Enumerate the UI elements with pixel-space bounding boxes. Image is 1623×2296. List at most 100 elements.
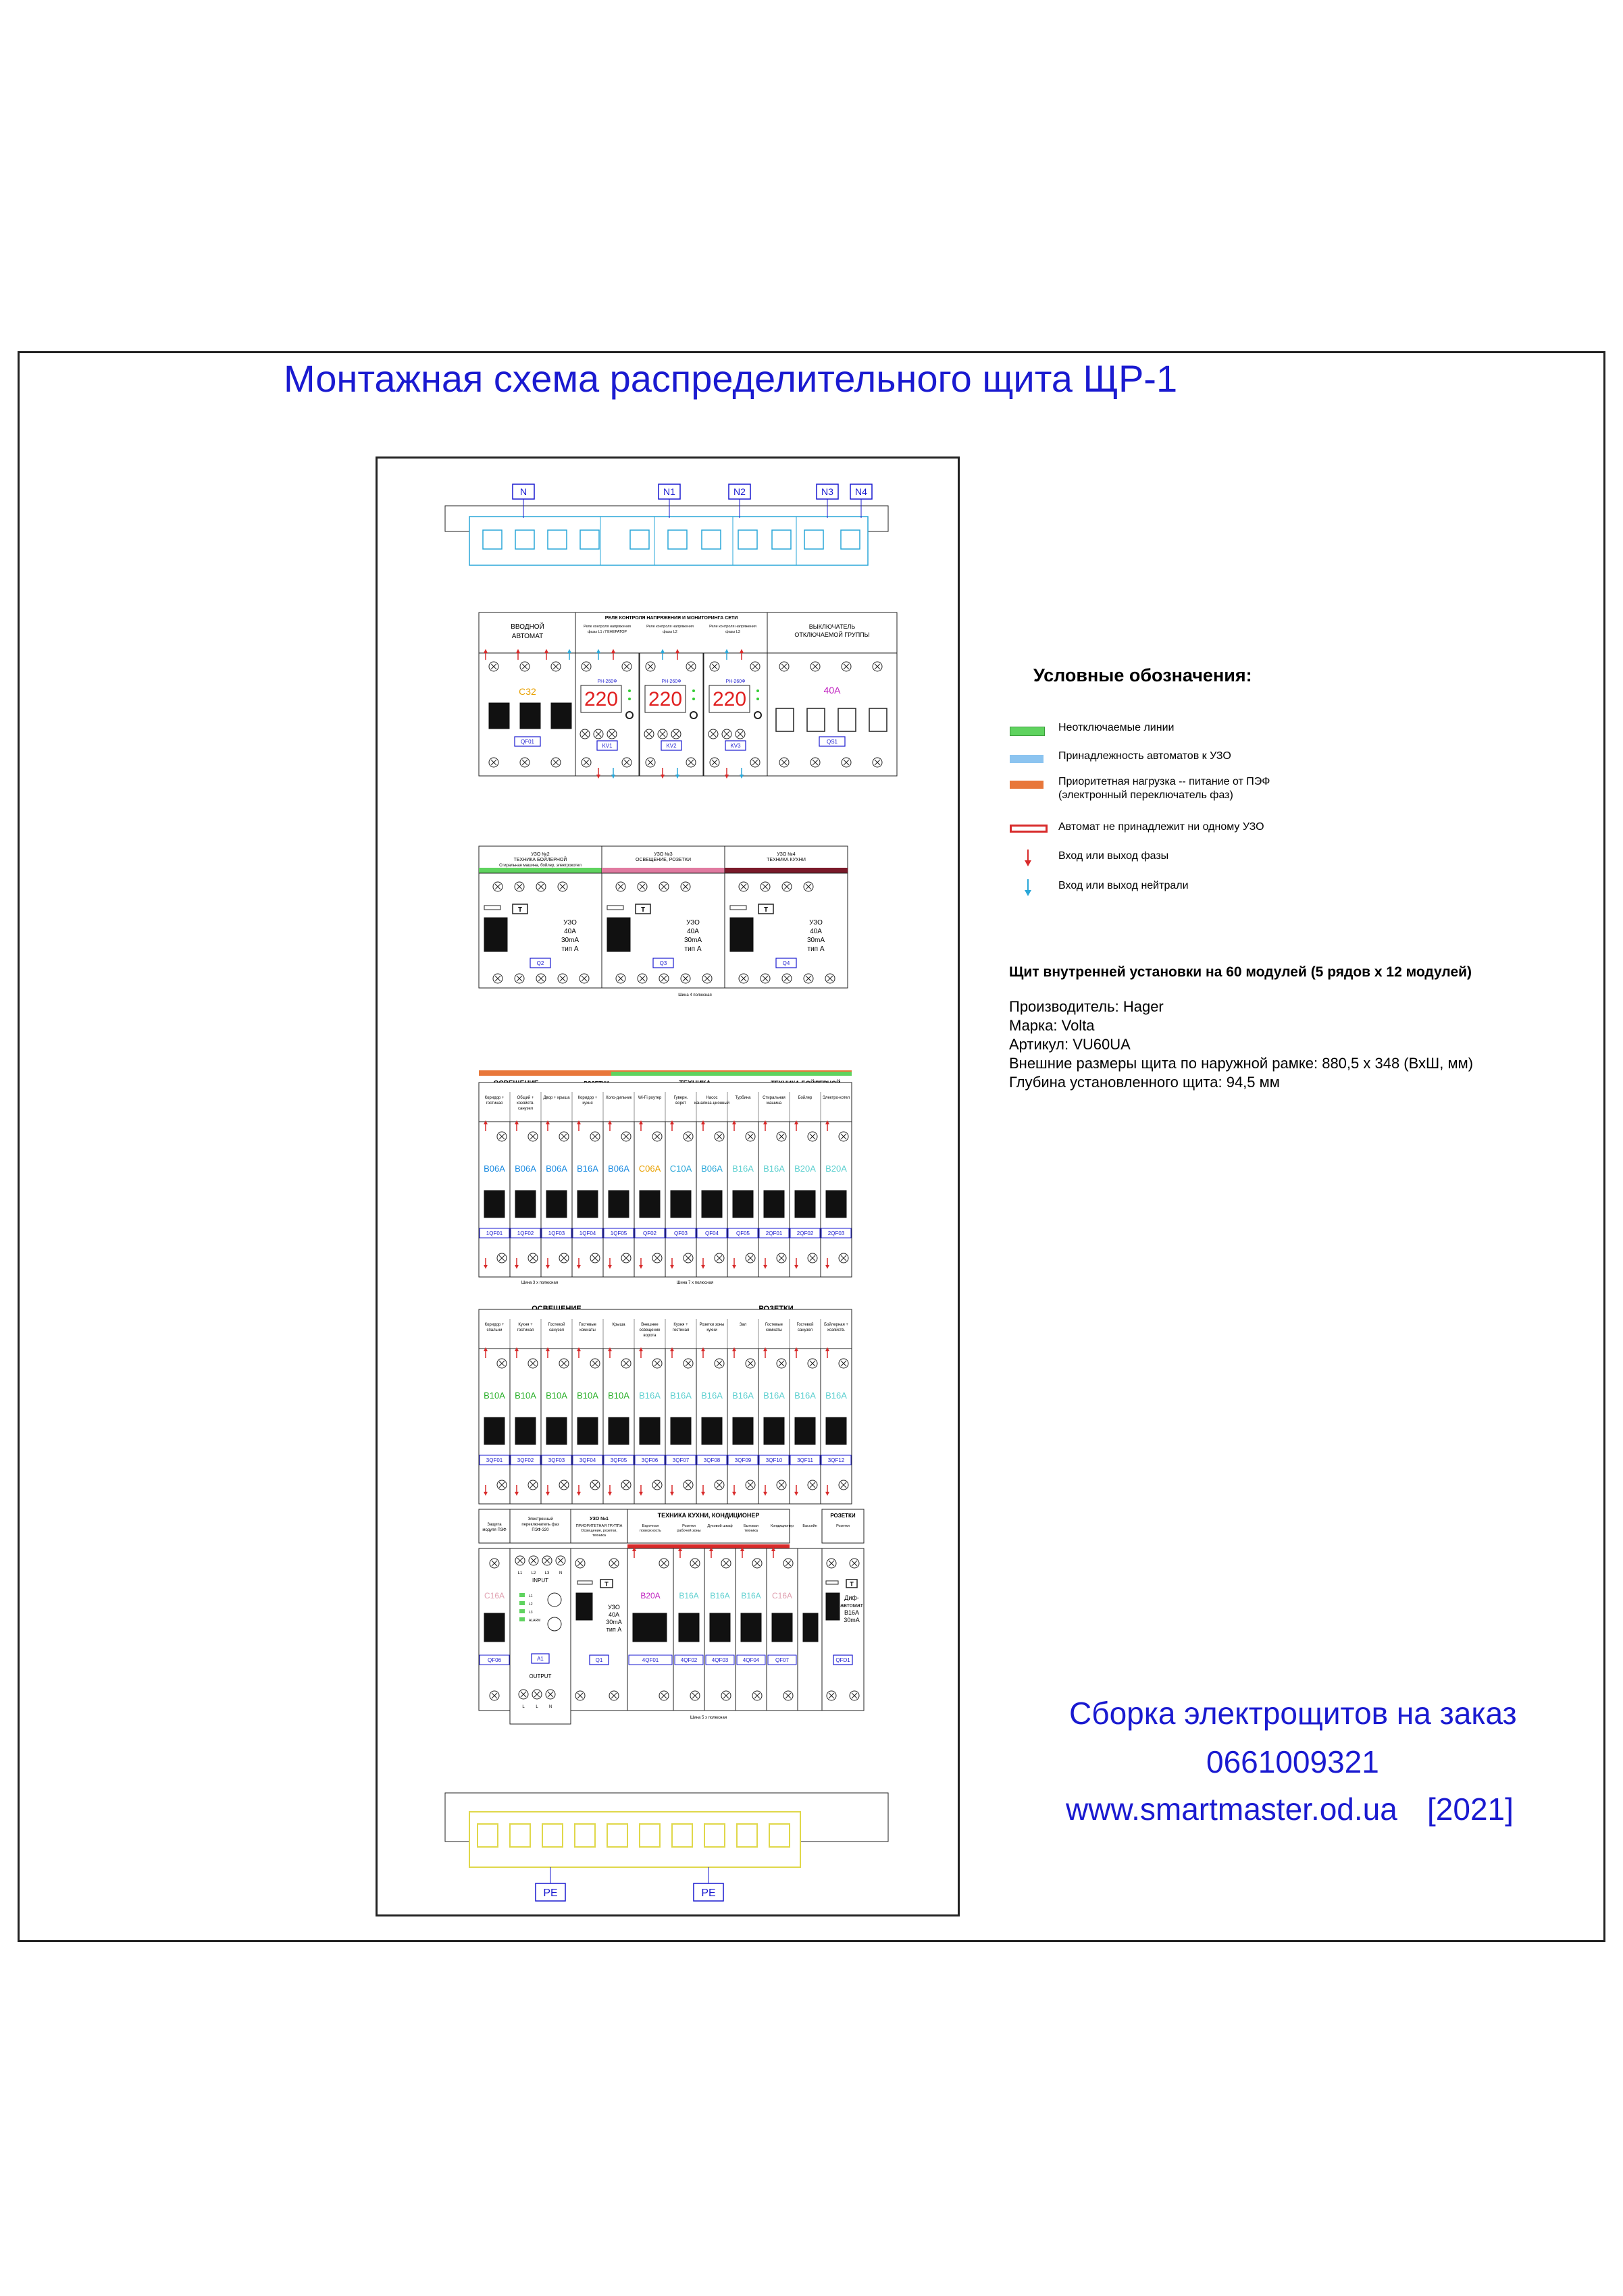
screw-slot xyxy=(685,1255,692,1261)
brand-tagline: Сборка электрощитов на заказ xyxy=(1069,1696,1517,1731)
bus-screw xyxy=(771,529,792,550)
phase-arrow xyxy=(794,1265,798,1269)
screw-slot xyxy=(723,731,730,737)
relay-model: РН-260Ф xyxy=(597,679,617,684)
screw-slot xyxy=(592,1360,598,1367)
screw-slot xyxy=(711,663,718,670)
screw-slot xyxy=(827,975,833,982)
screw-slot xyxy=(521,663,528,670)
load-label: Коридор + xyxy=(578,1096,598,1100)
screw-slot xyxy=(851,1692,858,1699)
relay-sublabel: фазы L2 xyxy=(663,630,677,634)
breaker-toggle xyxy=(577,1417,598,1445)
screw-slot xyxy=(723,1692,729,1699)
breaker-id-box xyxy=(696,1455,727,1465)
screw-slot xyxy=(688,759,694,766)
bus-screw xyxy=(547,529,567,550)
screw-slot xyxy=(778,1133,785,1140)
load-label: Насос xyxy=(706,1096,717,1100)
bus-screw xyxy=(701,529,721,550)
load-label: Бойлер xyxy=(798,1095,813,1100)
board-spec-line: Производитель: Hager xyxy=(1009,998,1164,1015)
screw-slot xyxy=(704,975,711,982)
breaker-rating: B06A xyxy=(546,1164,567,1174)
breaker-toggle xyxy=(825,1417,847,1445)
device-id: Q1 xyxy=(596,1657,603,1663)
bus-note: Шина 3 х полюсная xyxy=(521,1281,558,1285)
legend-label: Принадлежность автоматов к УЗО xyxy=(1058,750,1231,762)
screw-slot xyxy=(812,759,819,766)
switch-toggle xyxy=(775,708,794,732)
screw-slot xyxy=(685,1133,692,1140)
breaker-rating: B16A xyxy=(732,1390,754,1401)
rcd-spec: 30mA xyxy=(684,937,702,944)
header-label: АВТОМАТ xyxy=(512,633,543,640)
screw-slot xyxy=(639,975,646,982)
screw-slot xyxy=(552,759,559,766)
relay-display xyxy=(709,685,750,713)
brand-website[interactable]: www.smartmaster.od.ua xyxy=(1066,1792,1397,1827)
bus-note: Шина 4 полюсная xyxy=(678,993,712,997)
relay-model: РН-260Ф xyxy=(725,679,745,684)
screw-slot xyxy=(498,1360,505,1367)
screw-slot xyxy=(812,663,819,670)
phase-arrow xyxy=(763,1347,767,1351)
breaker-id: 3QF10 xyxy=(766,1457,783,1463)
device-id-box xyxy=(530,958,551,968)
screw-slot xyxy=(592,1255,598,1261)
test-button xyxy=(577,1580,593,1585)
screw-slot xyxy=(498,1255,505,1261)
pef-terminal-label: L1 xyxy=(518,1571,523,1575)
rcd-body xyxy=(570,1548,628,1711)
screw-slot xyxy=(491,1560,498,1567)
phase-arrow xyxy=(546,1492,550,1496)
phase-arrow xyxy=(608,1347,612,1351)
load-label: Кухня + xyxy=(673,1323,688,1327)
relay-display-value: 220 xyxy=(648,688,682,710)
breaker-id: 2QF02 xyxy=(797,1230,814,1236)
screw-slot xyxy=(577,1692,584,1699)
screw-slot xyxy=(740,883,747,890)
breaker-id-box xyxy=(674,1654,704,1665)
screw-slot xyxy=(805,883,812,890)
phase-arrow xyxy=(763,1265,767,1269)
screw-slot xyxy=(828,1560,835,1567)
breaker-toggle xyxy=(678,1613,700,1642)
screw-slot xyxy=(747,1133,754,1140)
legend-label: Приоритетная нагрузка -- питание от ПЭФ xyxy=(1058,776,1270,787)
load-label: Электро-котел xyxy=(823,1096,850,1100)
screw-slot xyxy=(778,1482,785,1488)
pe-bus-screw xyxy=(607,1823,628,1848)
pe-bus-screw xyxy=(477,1823,498,1848)
device-id-box xyxy=(531,1653,550,1664)
breaker-id-box xyxy=(767,1654,797,1665)
row5-load: техника xyxy=(744,1529,758,1533)
phase-arrow xyxy=(639,1120,643,1124)
rcd-spec: тип A xyxy=(561,945,578,953)
breaker-id-box xyxy=(541,1228,572,1238)
header-label: ОТКЛЮЧАЕМОЙ ГРУППЫ xyxy=(794,631,869,638)
row5-header-box xyxy=(570,1509,628,1544)
device-id-box xyxy=(596,740,618,751)
pef-terminal-label: N xyxy=(559,1571,562,1575)
led xyxy=(692,698,695,700)
phase-arrow xyxy=(546,1347,550,1351)
bus-screw xyxy=(667,529,688,550)
pef-led xyxy=(519,1609,525,1613)
screw-slot xyxy=(874,759,881,766)
load-label: санузел xyxy=(518,1107,533,1111)
rcd-spec: УЗО xyxy=(809,919,823,927)
breaker-id: 1QF05 xyxy=(611,1230,627,1236)
screw-slot xyxy=(647,663,654,670)
row5-header: ПРИОРИТЕТНАЯ ГРУППА xyxy=(576,1524,623,1528)
screw-slot xyxy=(711,759,718,766)
test-t-label: T xyxy=(518,906,522,914)
rcd-toggle xyxy=(825,1592,840,1621)
load-label: Кухня + xyxy=(518,1323,533,1327)
header-label: РЕЛЕ КОНТРОЛЯ НАПРЯЖЕНИЯ И МОНИТОРИНГА С… xyxy=(605,616,738,621)
neutral-arrow xyxy=(661,649,665,653)
screw-slot xyxy=(783,883,790,890)
load-label: гостиная xyxy=(517,1328,534,1332)
load-label: санузел xyxy=(798,1328,813,1332)
breaker-id-box xyxy=(572,1455,603,1465)
